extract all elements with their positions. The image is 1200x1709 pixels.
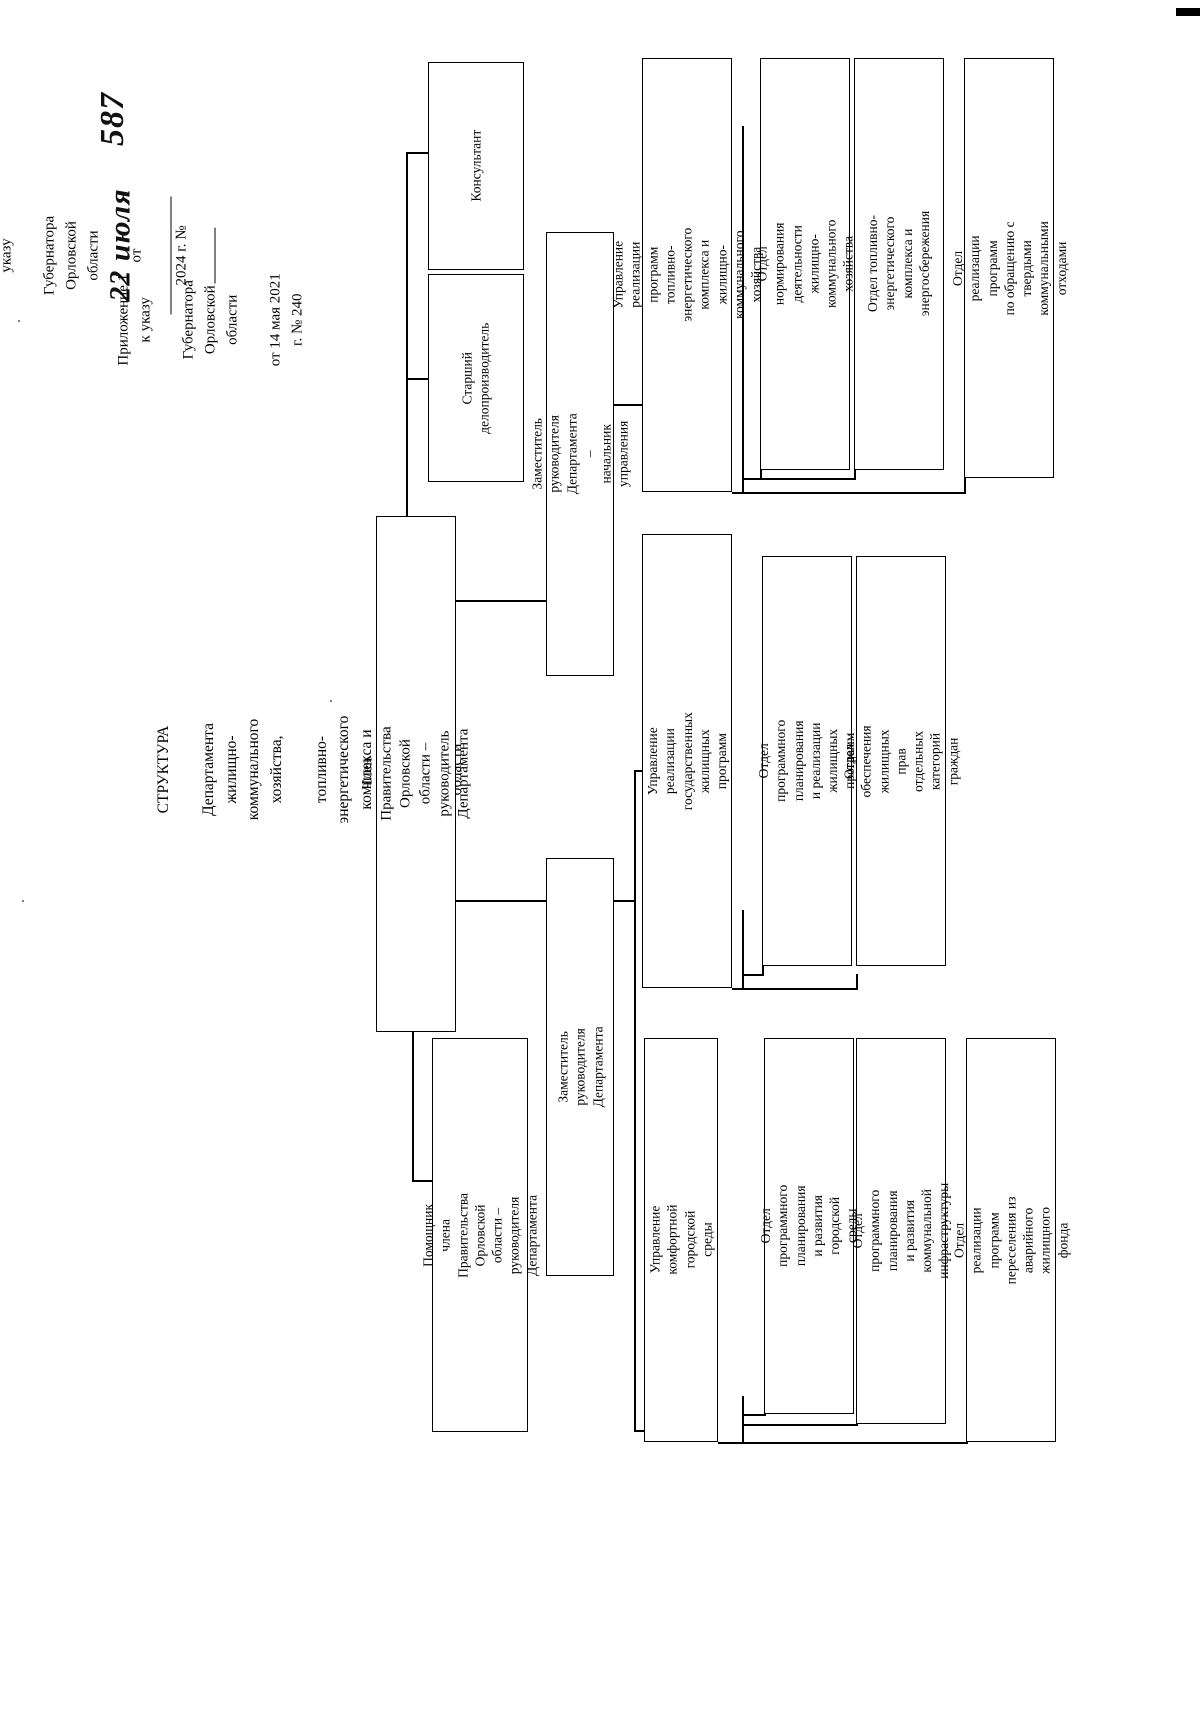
title-heading: СТРУКТУРА (155, 726, 173, 814)
connector-div-waste (742, 492, 964, 494)
connector-div-housing-plan (742, 974, 764, 976)
connector-div-urban-plan (742, 1414, 766, 1416)
node-div-fuel-energy-label: Отдел топливно-энергетического комплекса… (865, 211, 933, 317)
node-deputy-head-label: Заместитель руководителя Департамента (555, 1026, 605, 1108)
connector-div-fuel-v (854, 470, 856, 480)
node-deputy-head[interactable]: Заместитель руководителя Департамента (546, 858, 614, 1276)
node-div-housing-rights[interactable]: Отдел обеспечения жилищных прав отдельны… (842, 556, 960, 966)
node-deputy-head-chief-label: Заместитель руководителя Департамента – … (529, 413, 631, 495)
scan-speck-3 (330, 700, 332, 702)
connector-deputy-bus (634, 770, 636, 1430)
connector-dir-housing-to-bus (732, 988, 744, 990)
node-div-housing-rights-label: Отдел обеспечения жилищных прав отдельны… (841, 724, 961, 798)
connector-div-waste-v (964, 478, 966, 494)
appendix-original-line2: Губернатора Орловской области (180, 280, 240, 360)
node-senior-clerk[interactable]: Старший делопроизводитель (428, 274, 524, 482)
node-div-norming[interactable]: Отдел нормирования деятельности жилищно-… (754, 58, 856, 470)
node-div-communal-infra-label: Отдел программного планирования и развит… (850, 1183, 952, 1279)
node-div-fuel-energy[interactable]: Отдел топливно-энергетического комплекса… (854, 58, 944, 470)
node-div-resettlement[interactable]: Отдел реализации программ переселения из… (952, 1038, 1070, 1442)
node-div-resettlement-label: Отдел реализации программ переселения из… (951, 1196, 1071, 1284)
connector-root-deputy-chief (455, 600, 547, 602)
node-head-label: Член Правительства Орловской области – р… (359, 726, 472, 822)
node-senior-clerk-label: Старший делопроизводитель (459, 322, 492, 434)
scan-edge-mark (1176, 8, 1200, 16)
connector-root-staff-riser (406, 152, 408, 672)
connector-root-assistant-h (412, 1180, 432, 1182)
connector-div-housing-plan-v (762, 966, 764, 976)
appendix-original-line1: Приложение 1 к указу (115, 274, 153, 366)
appendix-original-line3: от 14 мая 2021 г. № 240 (267, 273, 305, 367)
node-div-norming-label: Отдел нормирования деятельности жилищно-… (754, 219, 856, 309)
node-deputy-head-chief[interactable]: Заместитель руководителя Департамента – … (529, 232, 631, 676)
node-dir-urban-environment-label: Управление комфортной городской среды (647, 1204, 715, 1276)
node-div-urban-planning[interactable]: Отдел программного планирования и развит… (758, 1038, 860, 1414)
connector-deputychief-dir-fuel (614, 404, 642, 406)
connector-div-housing-rights (742, 988, 856, 990)
node-div-urban-planning-label: Отдел программного планирования и развит… (758, 1185, 860, 1268)
scan-speck-1 (18, 320, 20, 322)
connector-dir-urban (634, 1430, 652, 1432)
connector-div-housing-rights-v (856, 974, 858, 990)
connector-deputy-to-bus (614, 900, 636, 902)
connector-dir-fuel-to-bus (732, 492, 744, 494)
connector-root-deputy (455, 900, 547, 902)
node-assistant-label: Помощник члена Правительства Орловской о… (420, 1192, 540, 1278)
node-div-housing-planning[interactable]: Отдел программного планирования и реализ… (756, 556, 858, 966)
node-dir-fuel-energy[interactable]: Управление реализации программ топливно-… (610, 58, 763, 492)
handwritten-number: 587 (94, 92, 131, 146)
connector-dir-urban-bus (742, 1396, 744, 1442)
node-assistant[interactable]: Помощник члена Правительства Орловской о… (421, 1038, 539, 1432)
connector-dir-fuel-bus (742, 126, 744, 492)
page-title: СТРУКТУРА Департамента жилищно-коммуналь… (156, 560, 465, 980)
title-subject-1: Департамента жилищно-коммунального хозяй… (200, 719, 286, 821)
appendix-original-block: Приложение 1 к указу Губернатора Орловск… (115, 160, 305, 480)
connector-div-resettle (742, 1442, 966, 1444)
node-consultant-label: Консультант (468, 130, 484, 202)
connector-dir-housing-bus (742, 910, 744, 988)
connector-consultant (406, 152, 428, 154)
node-dir-housing-programs[interactable]: Управление реализации государственных жи… (642, 534, 732, 988)
node-div-communal-infra[interactable]: Отдел программного планирования и развит… (850, 1038, 952, 1424)
node-div-solid-waste-label: Отдел реализации программ по обращению с… (949, 220, 1069, 316)
node-head[interactable]: Член Правительства Орловской области – р… (359, 516, 471, 1032)
node-div-solid-waste[interactable]: Отдел реализации программ по обращению с… (950, 58, 1068, 478)
connector-div-communal (742, 1424, 856, 1426)
connector-senior-clerk (406, 378, 428, 380)
node-consultant[interactable]: Консультант (428, 62, 524, 270)
connector-div-fuel (742, 478, 854, 480)
connector-root-assistant-v (412, 1032, 414, 1180)
appendix-current-line1: Приложение 1 к указу (0, 237, 14, 273)
scan-speck-2 (22, 900, 24, 902)
node-dir-fuel-energy-label: Управление реализации программ топливно-… (610, 228, 764, 322)
connector-dir-urban-to-bus (718, 1442, 744, 1444)
node-dir-urban-environment[interactable]: Управление комфортной городской среды (644, 1038, 718, 1442)
node-dir-housing-programs-label: Управление реализации государственных жи… (644, 711, 729, 811)
connector-div-norming-v (760, 470, 762, 480)
